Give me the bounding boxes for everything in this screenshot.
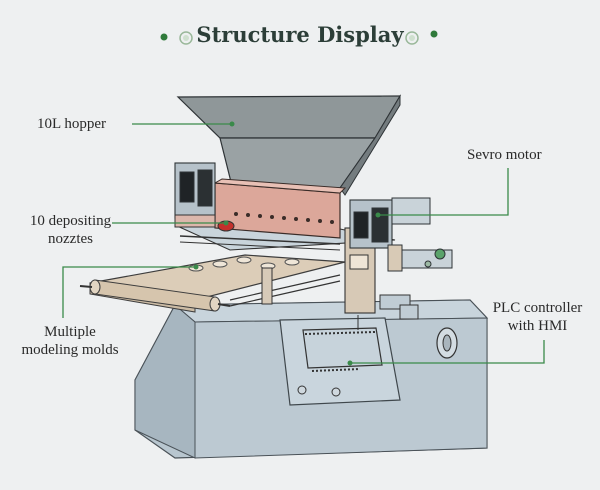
label-plc-line2: with HMI: [507, 318, 568, 334]
label-molds-line1: Multiple: [44, 324, 96, 340]
label-nozzles-line1: 10 depositing: [29, 213, 112, 229]
label-molds-line2: modeling molds: [21, 342, 119, 358]
hmi-screen: [302, 327, 383, 372]
page-title: Structure Display: [196, 22, 404, 47]
left-motor: [174, 162, 216, 228]
label-hopper-text: 10L hopper: [37, 116, 107, 132]
callout-line-molds: [62, 266, 196, 318]
side-knob: [436, 327, 458, 359]
right-servo-motor: [349, 197, 431, 249]
label-plc-line1: PLC controller: [492, 300, 583, 316]
label-servo-motor-text: Sevro motor: [467, 147, 542, 163]
label-plc: PLC controller with HMI: [480, 299, 595, 335]
label-molds: Multiple modeling molds: [10, 323, 130, 359]
title-decoration-right: [405, 30, 438, 45]
pneumatic-cylinder: [387, 244, 453, 272]
control-button: [297, 385, 307, 395]
callout-line-servo: [378, 168, 509, 216]
control-button: [331, 387, 341, 397]
label-nozzles: 10 depositing nozztes: [18, 212, 123, 248]
base-cabinet: [134, 299, 489, 459]
title-decoration-left: [160, 31, 193, 45]
callout-lines: [62, 121, 545, 366]
label-servo-motor: Sevro motor: [467, 146, 542, 164]
callout-line-plc: [350, 340, 545, 364]
label-hopper: 10L hopper: [37, 115, 106, 133]
nozzle-row: [179, 235, 341, 251]
label-nozzles-line2: nozztes: [48, 231, 93, 247]
depositing-block: [213, 178, 347, 239]
conveyor-roller: [79, 279, 231, 312]
